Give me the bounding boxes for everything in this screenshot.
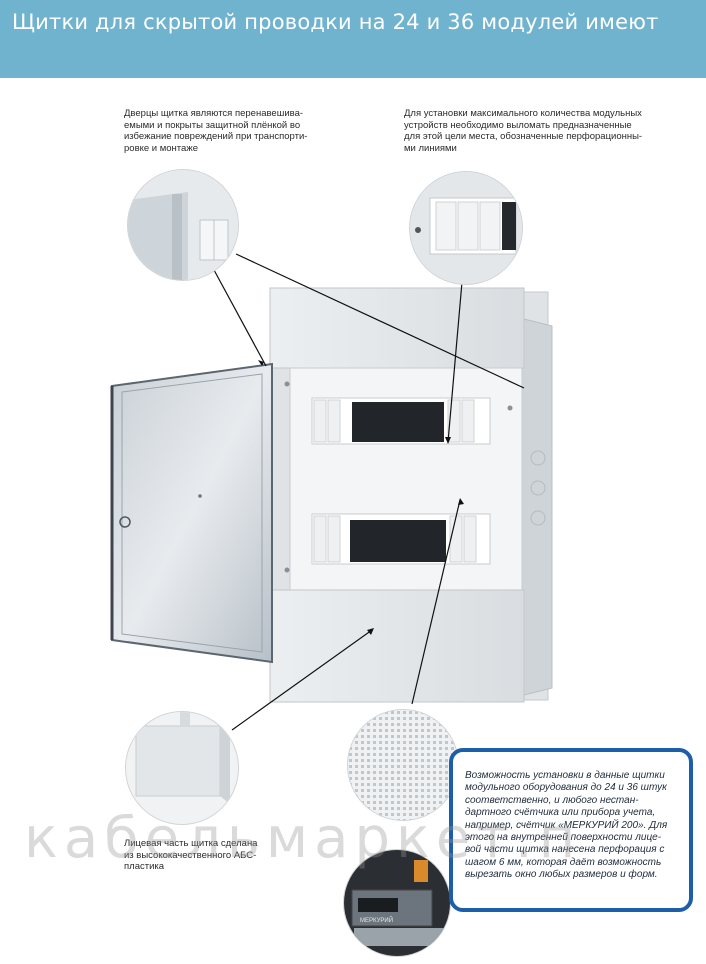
screw bbox=[507, 405, 513, 411]
caption-line: из высококачественного АБС- bbox=[124, 849, 257, 861]
knockout bbox=[530, 480, 546, 496]
caption-line: ровке и монтаже bbox=[124, 142, 198, 154]
knockout bbox=[530, 450, 546, 466]
screw bbox=[284, 381, 290, 387]
watermark: кабельмаркет.п bbox=[24, 806, 582, 871]
info-line: Возможность установки в данные щитки bbox=[465, 770, 665, 781]
info-line: шагом 6 мм, которая даёт возможность bbox=[465, 856, 662, 868]
info-line: соответственно, и любого нестан- bbox=[465, 794, 639, 806]
door-dot bbox=[198, 494, 202, 498]
box-side bbox=[519, 317, 553, 697]
module-blank bbox=[313, 399, 327, 443]
caption-line: Для установки максимального количества м… bbox=[404, 108, 642, 119]
detail-circle-mesh bbox=[348, 710, 458, 820]
din-opening-top bbox=[352, 402, 444, 442]
din-opening-bottom bbox=[350, 520, 446, 562]
pointer-line bbox=[213, 269, 267, 367]
pointer-arrow bbox=[367, 628, 374, 635]
caption-line: пластика bbox=[124, 861, 165, 872]
knockout bbox=[530, 510, 546, 526]
detail-circle-perforation bbox=[410, 172, 522, 284]
top-cover bbox=[269, 287, 525, 369]
pointer-line bbox=[231, 629, 373, 731]
module-blank bbox=[463, 515, 477, 563]
page-title: Щитки для скрытой проводки на 24 и 36 мо… bbox=[12, 10, 659, 34]
caption-perforation: Для установки максимального количества м… bbox=[404, 108, 642, 154]
module-blank bbox=[327, 399, 341, 443]
caption-door: Дверцы щитка являются перенавешива- емым… bbox=[124, 108, 307, 154]
info-line: этого на внутренней поверхности лице- bbox=[465, 832, 662, 844]
caption-line: устройств необходимо выломать предназнач… bbox=[404, 119, 632, 131]
info-line: дартного счётчика или прибора учета, bbox=[465, 807, 656, 819]
pointer-arrow bbox=[458, 498, 464, 505]
info-line: модульного оборудования до 24 и 36 штук bbox=[465, 782, 667, 794]
info-box: Возможность установки в данные щитки мод… bbox=[449, 748, 693, 912]
caption-line: избежание повреждений при транспорти- bbox=[124, 131, 308, 142]
pointer-line bbox=[411, 499, 461, 705]
module-blank bbox=[461, 399, 475, 443]
module-blank bbox=[313, 515, 327, 563]
info-line: например, счётчик «МЕРКУРИЙ 200». Для bbox=[465, 819, 668, 831]
header-banner: Щитки для скрытой проводки на 24 и 36 мо… bbox=[0, 0, 706, 78]
bottom-cover bbox=[269, 589, 525, 703]
info-line: вырезать окно любых размеров и форм. bbox=[465, 869, 658, 881]
module-blank bbox=[327, 515, 341, 563]
pointer-line bbox=[447, 281, 463, 443]
pointer-line bbox=[235, 253, 525, 389]
door-inner bbox=[121, 373, 263, 653]
detail-circle-front bbox=[126, 712, 238, 824]
caption-line: емыми и покрыты защитной плёнкой во bbox=[124, 119, 301, 131]
caption-line: Дверцы щитка являются перенавешива- bbox=[124, 108, 304, 119]
info-line: вой части щитка нанесена перфорация с bbox=[465, 844, 665, 856]
detail-circle-door bbox=[128, 170, 238, 280]
caption-front: Лицевая часть щитка сделана из высококач… bbox=[124, 838, 257, 873]
meter-label: МЕРКУРИЙ bbox=[360, 916, 393, 924]
caption-line: для этой цели места, обозначенные перфор… bbox=[404, 131, 643, 142]
module-blank bbox=[449, 515, 463, 563]
info-box-text: Возможность установки в данные щитки мод… bbox=[465, 770, 667, 882]
pointer-arrow bbox=[445, 437, 451, 444]
pointer-arrow bbox=[258, 360, 264, 366]
screw bbox=[284, 567, 290, 573]
caption-line: ми линиями bbox=[404, 142, 457, 154]
caption-line: Лицевая часть щитка сделана bbox=[124, 838, 258, 849]
door bbox=[111, 362, 273, 664]
door-handle bbox=[119, 516, 131, 528]
detail-circle-meter: МЕРКУРИЙ bbox=[344, 850, 450, 956]
